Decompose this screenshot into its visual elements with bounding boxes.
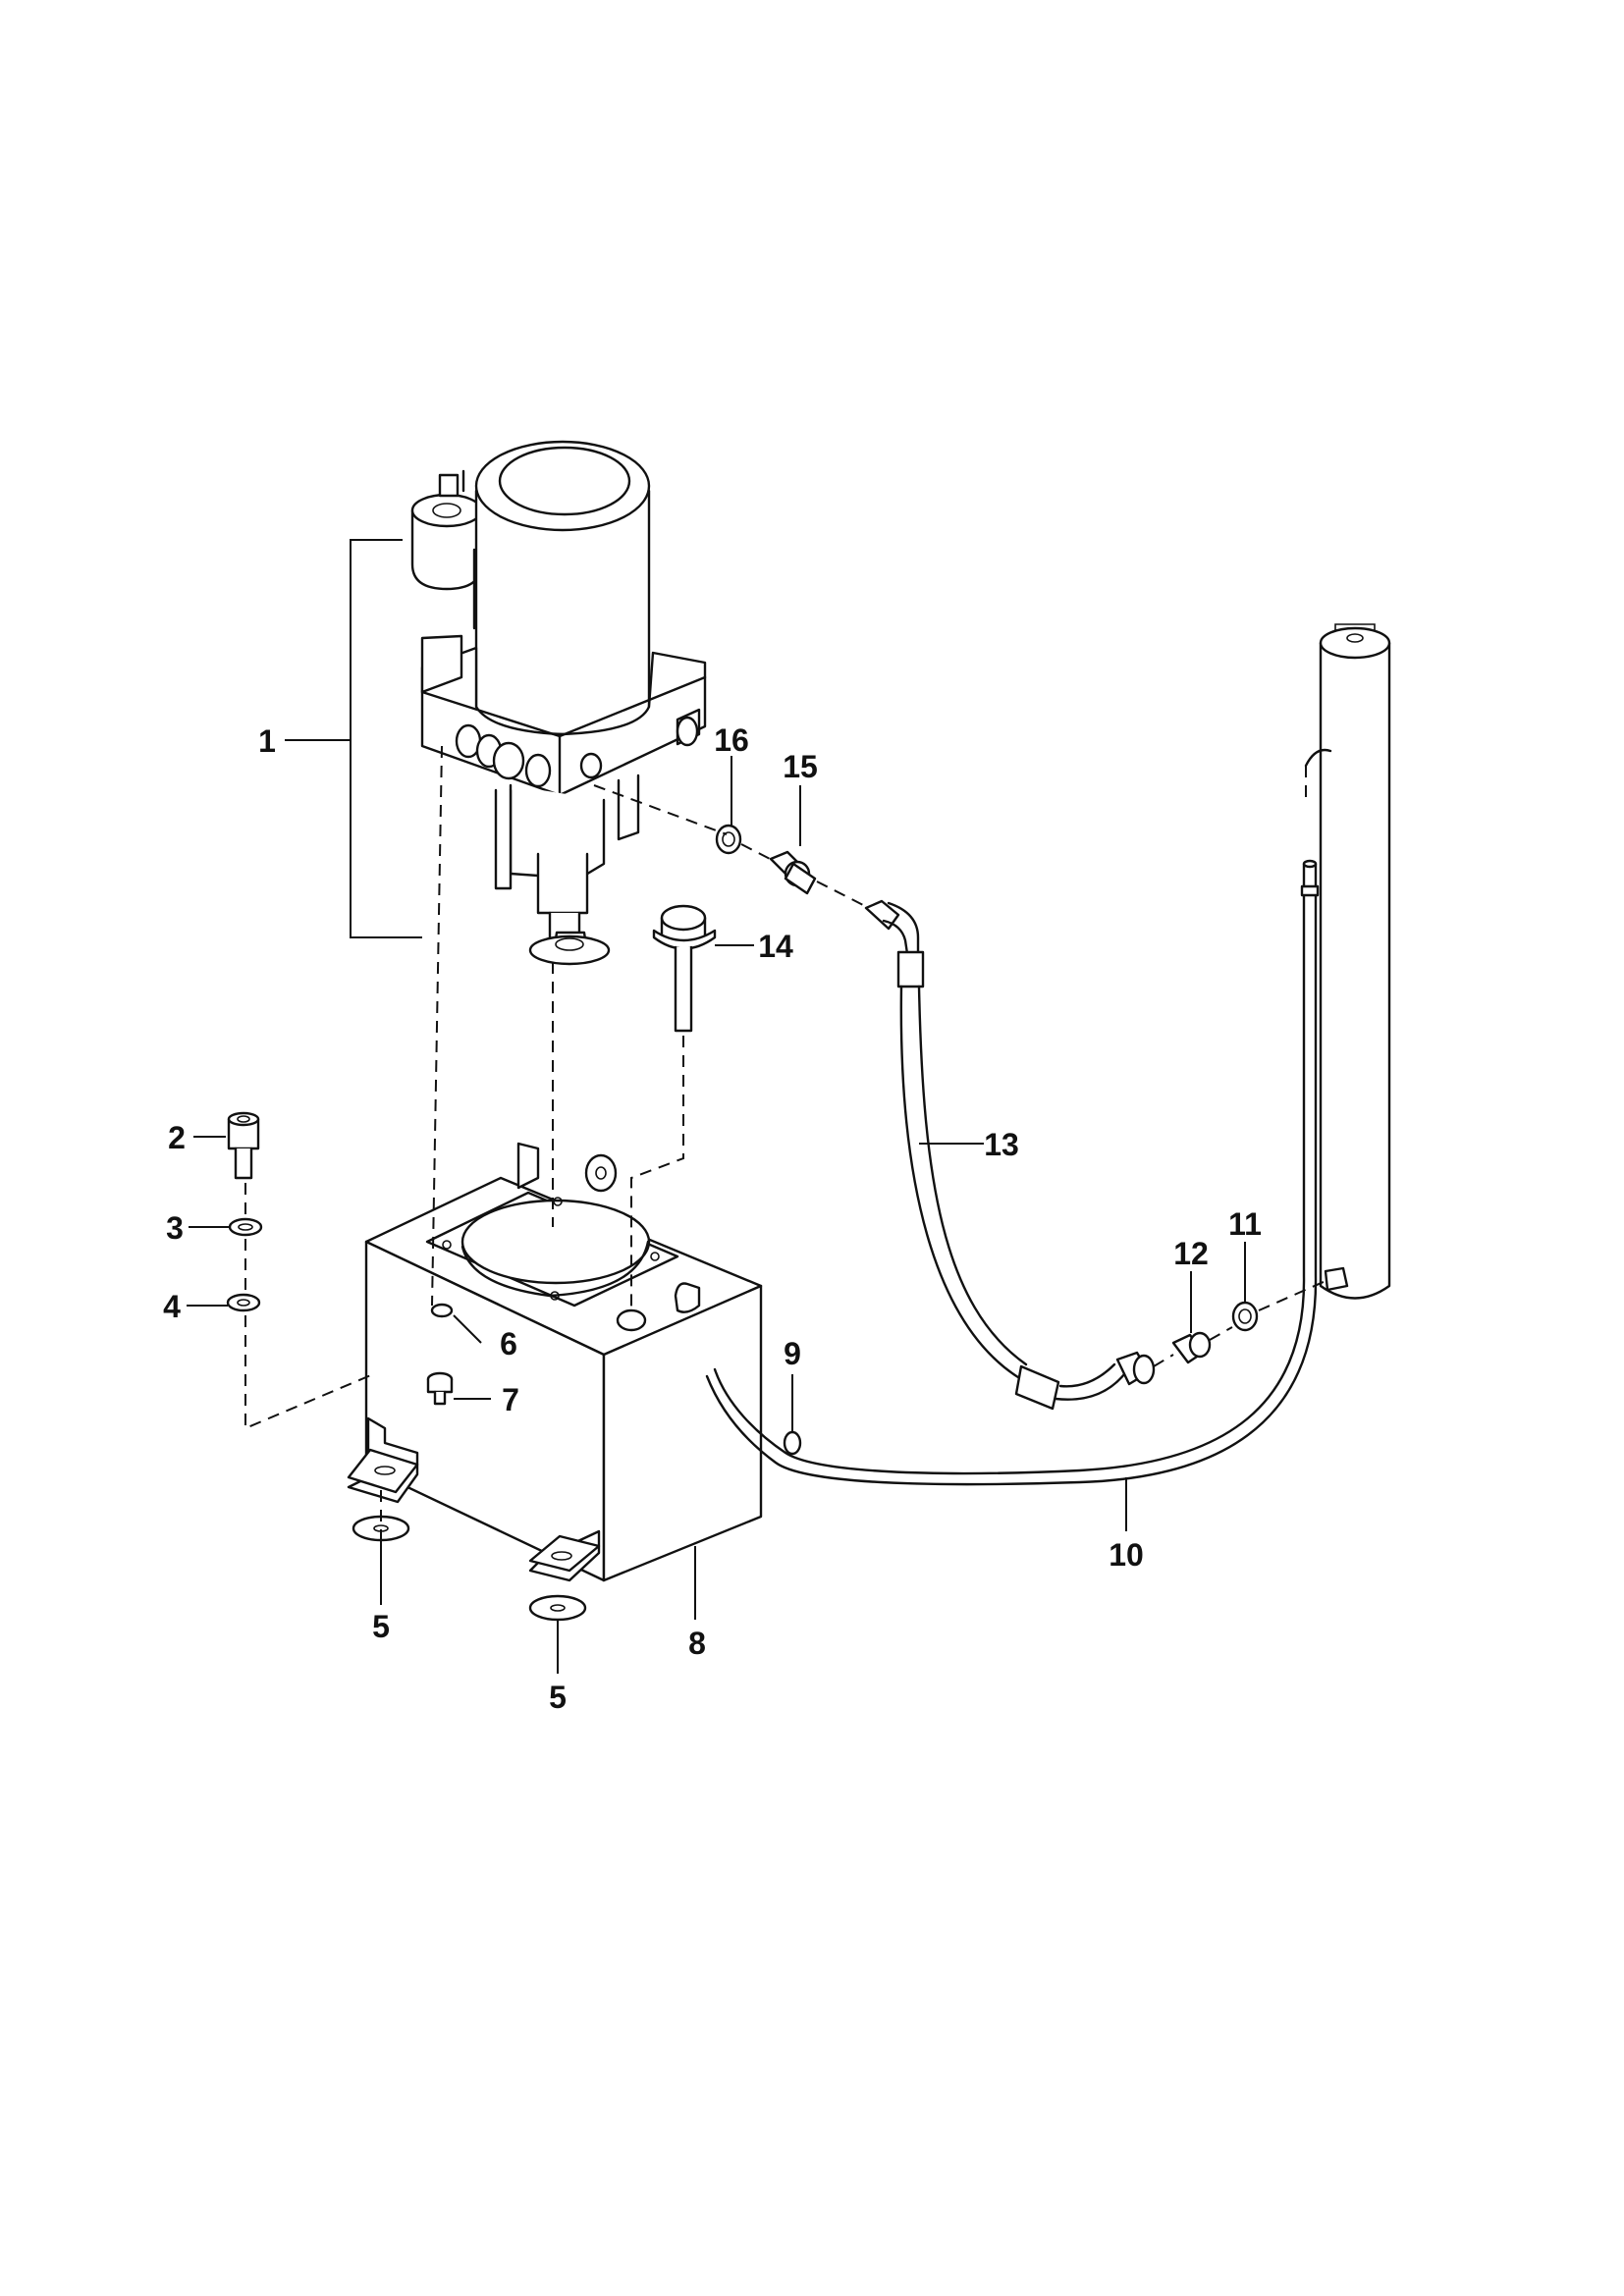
callout-16: 16 (714, 722, 749, 758)
callout-3: 3 (166, 1210, 184, 1246)
tank-opening (460, 1199, 651, 1285)
hydraulic-pump (494, 774, 640, 966)
lock-washer (228, 1217, 263, 1237)
return-tube (705, 859, 1320, 1486)
callout-5b: 5 (549, 1680, 567, 1715)
adapter-12 (1171, 1331, 1212, 1364)
valve-manifold (420, 634, 707, 797)
callout-2: 2 (168, 1120, 186, 1155)
alignment-lines (244, 745, 1326, 1541)
group-bracket (350, 539, 422, 938)
lift-cylinder (1304, 623, 1391, 1300)
cap-screw (227, 1111, 260, 1180)
washer-plate (584, 1153, 618, 1193)
flat-washer (226, 1293, 261, 1312)
callout-4: 4 (163, 1289, 181, 1324)
leader-lines (187, 739, 1246, 1674)
bolt-7 (426, 1371, 454, 1406)
washer-6 (430, 1303, 454, 1318)
clamp-9 (783, 1430, 802, 1456)
o-ring-16 (715, 824, 742, 855)
solenoid-coil (410, 469, 483, 591)
electric-motor (472, 440, 651, 736)
breather-cap (652, 904, 717, 1033)
callout-15: 15 (783, 749, 818, 784)
callout-1: 1 (258, 723, 276, 759)
callout-labels: 1 2 3 4 5 5 6 7 8 9 10 11 12 13 14 15 16 (163, 722, 1262, 1715)
callout-10: 10 (1109, 1537, 1144, 1573)
o-ring-11 (1231, 1301, 1259, 1332)
callout-7: 7 (502, 1382, 519, 1417)
callout-8: 8 (688, 1626, 706, 1661)
callout-11: 11 (1228, 1206, 1262, 1242)
callout-14: 14 (758, 929, 793, 964)
callout-13: 13 (984, 1127, 1019, 1162)
power-unit-assembly (350, 440, 707, 966)
rubber-isolator-2 (528, 1594, 587, 1622)
callout-9: 9 (784, 1336, 801, 1371)
reservoir-tank (347, 1142, 763, 1582)
hydraulic-hose (864, 899, 1156, 1411)
callout-5a: 5 (372, 1609, 390, 1644)
adapter-15 (769, 850, 817, 895)
callout-12: 12 (1173, 1236, 1209, 1271)
callout-6: 6 (500, 1326, 517, 1362)
filler-port (616, 1308, 647, 1332)
